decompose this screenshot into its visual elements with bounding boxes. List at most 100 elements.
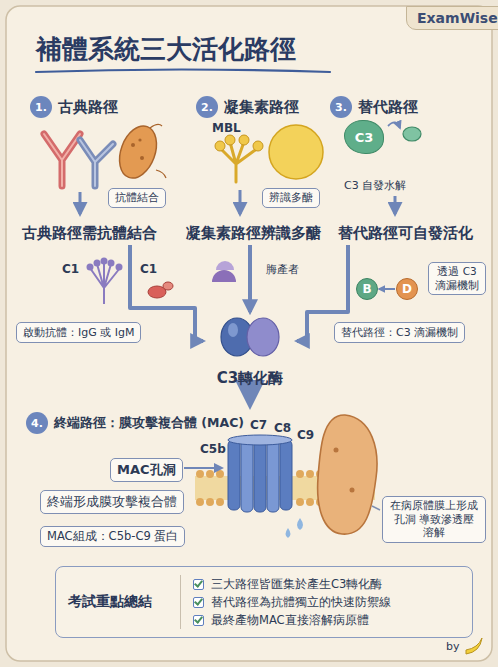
node-text: MAC組成：C5b-C9 蛋白 bbox=[47, 529, 178, 544]
section-title: 古典路徑 bbox=[58, 98, 118, 117]
mac-pore-part bbox=[228, 435, 292, 445]
mbl-illustration-part bbox=[225, 135, 235, 145]
mbl-illustration-part bbox=[215, 141, 225, 151]
c1-complex-part bbox=[163, 282, 173, 290]
node-text: 終端形成膜攻擊複合體 bbox=[47, 493, 177, 511]
node-text: 替代路徑可自發活化 bbox=[338, 224, 473, 243]
signature-banana-part bbox=[466, 638, 482, 654]
bacterium bbox=[80, 121, 166, 214]
c3-hydrolysis-illustration bbox=[388, 122, 421, 214]
c3-convertase: C3轉化酶 bbox=[205, 314, 295, 388]
section-heading: 1.古典路徑 bbox=[30, 96, 118, 118]
node-text: 抗體結合 bbox=[115, 191, 159, 205]
masp-illustration-part bbox=[216, 261, 234, 270]
check-box bbox=[193, 579, 204, 590]
signature: by bbox=[446, 640, 460, 653]
note-box: 在病原體膜上形成孔洞 導致滲透壓溶解 bbox=[382, 496, 486, 543]
mac-pore-part bbox=[184, 467, 222, 469]
mbl-illustration-part bbox=[239, 135, 249, 145]
info-box: 終端形成膜攻擊複合體 bbox=[40, 490, 184, 514]
c1-complex-part bbox=[116, 264, 123, 271]
signature-banana bbox=[466, 638, 482, 654]
membrane-part-part bbox=[196, 470, 204, 478]
membrane-part-part bbox=[206, 470, 214, 478]
process-label: C3 自發水解 bbox=[344, 178, 406, 193]
mac-pore-part bbox=[267, 438, 279, 512]
node-text: 在病原體膜上形成孔洞 導致滲透壓溶解 bbox=[389, 499, 479, 540]
pathogen-cell-part bbox=[334, 448, 339, 453]
factor-d: D bbox=[396, 278, 418, 300]
mbl-illustration-part bbox=[269, 125, 323, 179]
mbl-illustration-part bbox=[220, 142, 258, 182]
callout-box: 辨識多醣 bbox=[262, 188, 320, 208]
bacterium-part bbox=[131, 143, 135, 147]
mbl-illustration-part bbox=[253, 141, 263, 151]
mac-pore-part bbox=[280, 440, 292, 510]
callout-box: 抗體結合 bbox=[108, 188, 166, 208]
mac-pore-part bbox=[254, 438, 266, 512]
part-label: C5b bbox=[200, 442, 226, 456]
pathogen-cell-part bbox=[286, 518, 304, 538]
part-label: C1 bbox=[140, 262, 157, 276]
brand-tab: ExamWise bbox=[406, 6, 498, 30]
factor-b: B bbox=[356, 278, 378, 300]
mac-pore bbox=[184, 435, 292, 512]
antibody-illustration bbox=[44, 134, 113, 186]
c1-complex-part bbox=[101, 258, 108, 265]
node-text: C3 bbox=[355, 130, 374, 145]
section-title: 替代路徑 bbox=[358, 98, 418, 117]
section-title: 凝集素路徑 bbox=[224, 98, 299, 117]
summary-box: 考試重點總結三大路徑皆匯集於產生C3轉化酶替代路徑為抗體獨立的快速防禦線最終產物… bbox=[55, 566, 473, 638]
c3-convertase-illustration-part bbox=[247, 318, 279, 356]
section-heading: 3.替代路徑 bbox=[330, 96, 418, 118]
frame-part bbox=[36, 70, 330, 73]
bacterium-part bbox=[113, 121, 163, 183]
membrane-part-part bbox=[196, 498, 204, 506]
c3-convertase-illustration-part bbox=[247, 390, 253, 404]
membrane-part-part bbox=[306, 498, 314, 506]
info-box: 啟動抗體：IgG 或 IgM bbox=[16, 322, 141, 343]
c3-convertase-illustration-part bbox=[228, 323, 238, 337]
c1-complex-part bbox=[90, 262, 120, 304]
membrane-part-part bbox=[306, 470, 314, 478]
summary-list: 三大路徑皆匯集於產生C3轉化酶替代路徑為抗體獨立的快速防禦線最終產物MAC直接溶… bbox=[180, 575, 391, 629]
check-box bbox=[193, 615, 204, 626]
masp-illustration-part bbox=[212, 270, 236, 282]
summary-text: 最終產物MAC直接溶解病原體 bbox=[211, 611, 369, 629]
antibody-illustration-part bbox=[44, 134, 80, 186]
summary-item: 替代路徑為抗體獨立的快速防禦線 bbox=[193, 593, 391, 611]
pathway-arrow bbox=[248, 245, 252, 312]
bacterium-part bbox=[150, 124, 166, 178]
membrane-part-part bbox=[216, 498, 224, 506]
pathogen-cell bbox=[286, 415, 381, 538]
callout-number: 2. bbox=[196, 96, 218, 118]
part-label: MBL bbox=[212, 121, 241, 135]
frame bbox=[6, 6, 492, 661]
membrane-part-part bbox=[296, 498, 304, 506]
check-box bbox=[193, 597, 204, 608]
membrane-part-part bbox=[296, 470, 304, 478]
part-label: C8 bbox=[274, 421, 291, 435]
section-title: 終端路徑：膜攻擊複合體 (MAC) bbox=[54, 415, 244, 432]
c3-convertase-illustration bbox=[221, 318, 279, 404]
pathogen-cell-part bbox=[318, 415, 377, 534]
pathway-caption: 古典路徑需抗體結合 bbox=[22, 224, 157, 243]
summary-text: 替代路徑為抗體獨立的快速防禦線 bbox=[211, 593, 391, 611]
node-text: 辨識多醣 bbox=[269, 191, 313, 205]
mbl-illustration-part bbox=[239, 190, 242, 214]
node-text: 啟動抗體：IgG 或 IgM bbox=[23, 325, 134, 340]
node-text: D bbox=[402, 282, 412, 296]
summary-item: 三大路徑皆匯集於產生C3轉化酶 bbox=[193, 575, 391, 593]
callout-box: MAC孔洞 bbox=[110, 458, 183, 482]
bacterium-part bbox=[79, 192, 82, 214]
antibody-illustration-part bbox=[44, 134, 80, 186]
part-label: C7 bbox=[250, 418, 267, 432]
c3-hydrolysis-illustration-part bbox=[388, 122, 400, 128]
part-label: C9 bbox=[297, 428, 314, 442]
callout-box: 透過 C3 滴漏機制 bbox=[428, 262, 486, 295]
callout-number: 4. bbox=[26, 412, 48, 434]
node-text: ExamWise bbox=[417, 10, 498, 26]
part-label: C1 bbox=[62, 262, 79, 276]
c1-complex-part bbox=[94, 260, 101, 267]
